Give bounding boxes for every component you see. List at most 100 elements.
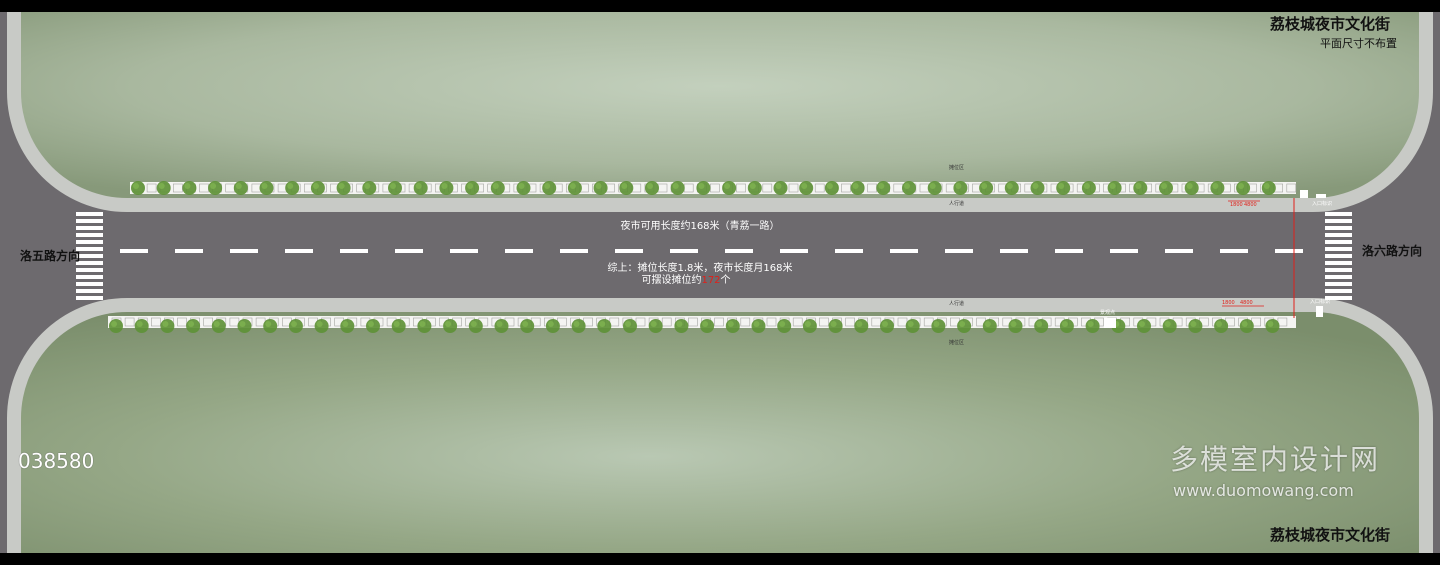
stall-unit [1286, 183, 1297, 193]
crosswalk-stripe [76, 268, 103, 272]
stall-unit [177, 317, 187, 327]
tree-highlight [647, 183, 653, 189]
note-bottom-walk: 人行道 [949, 301, 965, 307]
crosswalk-stripe [1325, 275, 1352, 279]
tree-highlight [749, 183, 756, 189]
watermark-cn: 多模室内设计网 [1170, 443, 1381, 476]
tree-highlight [518, 183, 525, 189]
crosswalk-stripe [1325, 233, 1352, 237]
tree-highlight [1139, 321, 1145, 327]
tree-highlight [878, 183, 885, 189]
dim-bottom-a: 1800 [1222, 300, 1235, 306]
tree-highlight [210, 183, 217, 189]
stall-unit [736, 183, 746, 193]
stall-row-bottom [108, 316, 1296, 333]
tree-highlight [547, 321, 554, 327]
tree-highlight [316, 321, 323, 327]
lane-dash [120, 249, 148, 253]
lane-dash [835, 249, 863, 253]
tree-highlight [415, 183, 422, 189]
crosswalk-stripe [76, 233, 103, 237]
crosswalk-stripe [1325, 296, 1352, 300]
stall-unit [792, 317, 803, 327]
lane-dash [285, 249, 313, 253]
tree-highlight [676, 321, 683, 327]
bottom-green-area [21, 312, 1419, 553]
stall-count: 172 [701, 275, 721, 286]
page-subtitle: 平面尺寸不布置 [1320, 37, 1397, 50]
stall-unit [762, 183, 773, 193]
crosswalk-stripe [1325, 219, 1352, 223]
tree-highlight [1032, 183, 1039, 189]
lane-dash [175, 249, 203, 253]
crosswalk-right [1325, 212, 1352, 300]
tree-highlight [775, 183, 782, 189]
note-bottom-stall: 摊位区 [949, 340, 965, 346]
tree-highlight [1135, 183, 1142, 189]
stall-unit [788, 183, 799, 193]
stall-unit [714, 317, 724, 327]
tree-highlight [235, 183, 242, 189]
summary-suffix: 个 [720, 275, 731, 286]
tree-highlight [727, 321, 734, 327]
tree-highlight [470, 321, 477, 327]
lane-dash [340, 249, 368, 253]
crosswalk-stripe [1325, 254, 1352, 258]
tree-highlight [573, 321, 580, 327]
tree-highlight [804, 321, 811, 327]
tree-highlight [419, 321, 426, 327]
crosswalk-stripe [76, 240, 103, 244]
tree-highlight [1212, 183, 1219, 189]
tree-highlight [907, 321, 914, 327]
tree-highlight [595, 183, 602, 189]
tree-highlight [522, 321, 529, 327]
summary-prefix: 可摆设摊位约 [641, 275, 702, 286]
stall-unit [740, 317, 751, 327]
page-title-top: 荔枝城夜市文化街 [1270, 15, 1391, 33]
note-top-stall: 摊位区 [949, 165, 965, 171]
tree-highlight [136, 321, 143, 327]
tree-highlight [390, 183, 396, 189]
crosswalk-stripe [76, 226, 103, 230]
crosswalk-stripe [76, 289, 103, 293]
watermark-url: www.duomowang.com [1173, 481, 1354, 500]
tree-highlight [599, 321, 606, 327]
stall-unit [871, 317, 882, 327]
lane-dash [725, 249, 753, 253]
crosswalk-stripe [1325, 226, 1352, 230]
tree-highlight [753, 321, 760, 327]
crosswalk-stripe [1325, 212, 1352, 216]
tree-highlight [441, 183, 448, 189]
top-green-area [21, 12, 1419, 198]
drawing-code: 038580 [18, 449, 95, 473]
crosswalk-stripe [76, 282, 103, 286]
note-bottom-mid: 景观点 [1100, 310, 1116, 316]
tree-highlight [287, 183, 294, 189]
crosswalk-stripe [1325, 261, 1352, 265]
tree-highlight [933, 321, 940, 327]
stall-unit [151, 317, 161, 327]
tree-highlight [882, 321, 888, 327]
stall-unit [841, 183, 851, 193]
crosswalk-stripe [1325, 289, 1352, 293]
stall-unit [635, 317, 646, 327]
tree-highlight [162, 321, 169, 327]
tree-highlight [1058, 183, 1065, 189]
tree-highlight [188, 321, 195, 327]
crosswalk-left [76, 212, 103, 300]
tree-highlight [1241, 321, 1248, 327]
tree-highlight [496, 321, 503, 327]
tree-highlight [569, 183, 576, 189]
tree-highlight [984, 321, 991, 327]
dim-top-b: 4800 [1244, 202, 1257, 208]
tree-highlight [492, 183, 499, 189]
tree-highlight [981, 183, 988, 189]
crosswalk-stripe [76, 247, 103, 251]
tree-highlight [342, 321, 349, 327]
lane-dash [1220, 249, 1248, 253]
crosswalk-stripe [76, 254, 103, 258]
tree-highlight [1186, 183, 1193, 189]
crosswalk-stripe [76, 275, 103, 279]
tree-highlight [1263, 183, 1270, 189]
